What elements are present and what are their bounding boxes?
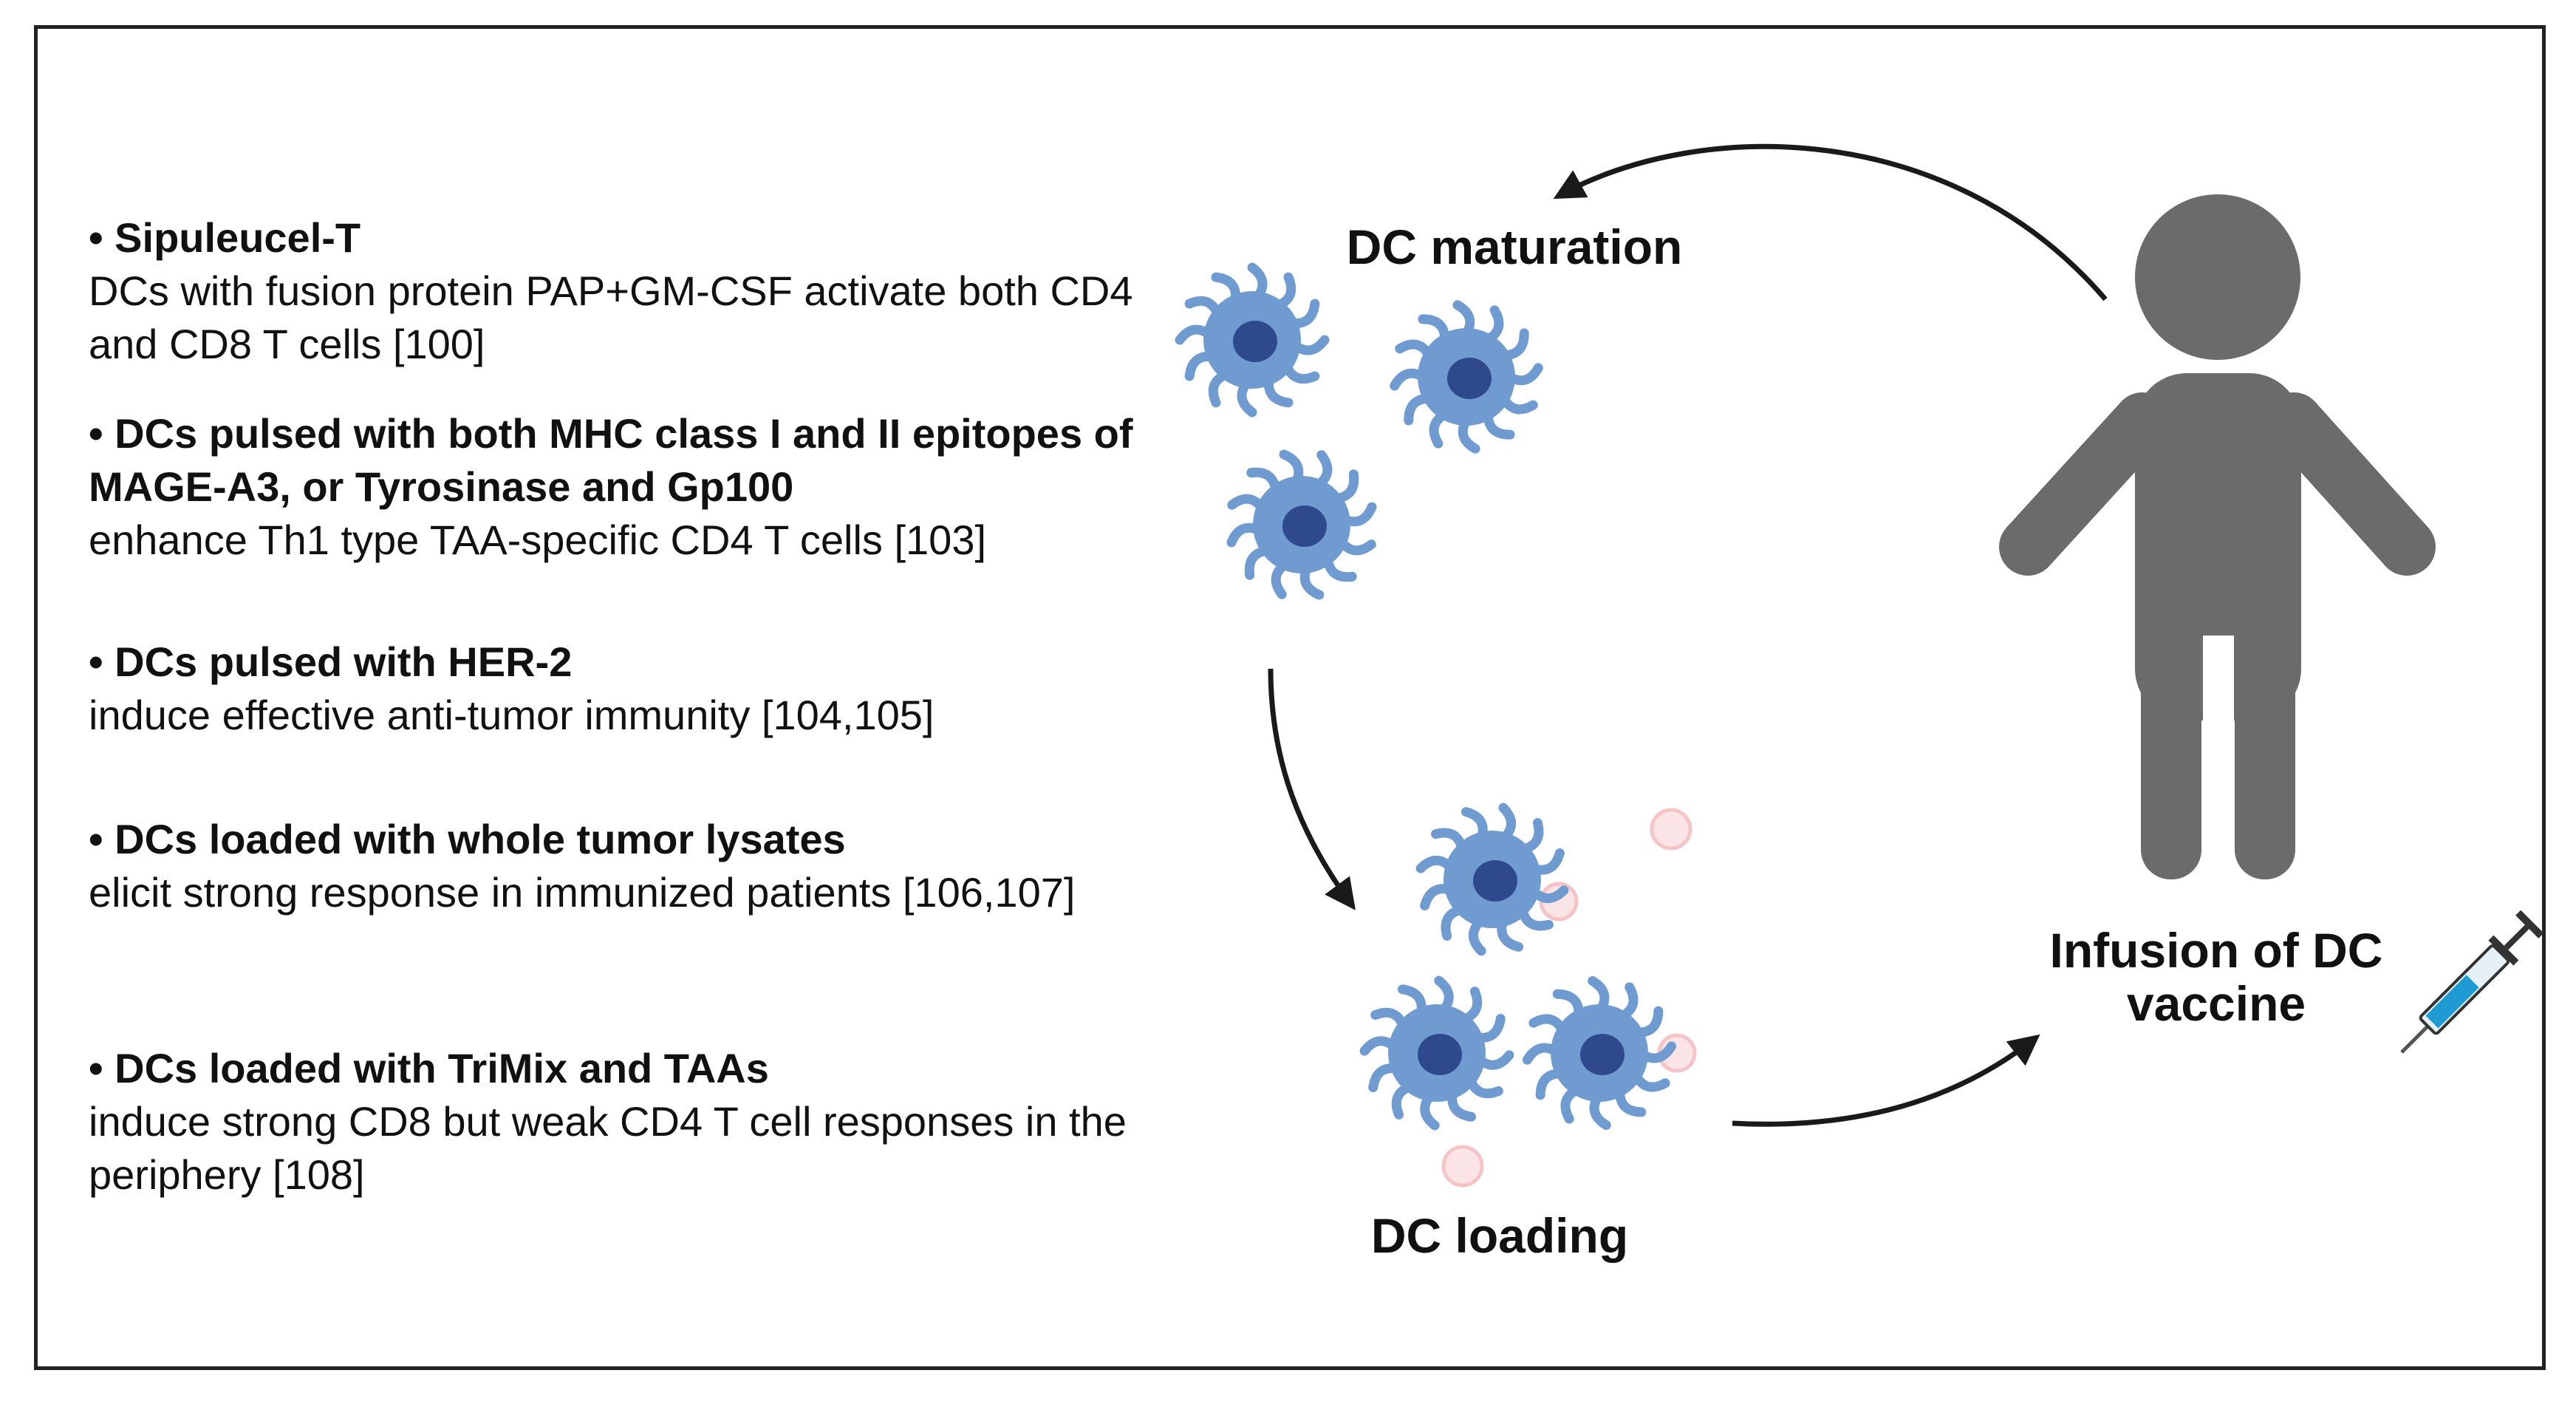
dc-nucleus (1580, 1034, 1624, 1075)
label-infusion: Infusion of DC vaccine (2049, 923, 2383, 1031)
item-sipuleucel: • Sipuleucel-T DCs with fusion protein P… (89, 211, 1182, 371)
arrow-to-infusion (1732, 1034, 2040, 1127)
dendritic-cells (1175, 262, 1677, 1131)
item-description: DCs with fusion protein PAP+GM-CSF activ… (89, 268, 1133, 367)
item-description: induce strong CD8 but weak CD4 T cell re… (89, 1098, 1127, 1198)
arrow-to-loading (1268, 668, 1356, 910)
item-mhc-pulsed: • DCs pulsed with both MHC class I and I… (89, 407, 1182, 567)
dc-nucleus (1233, 321, 1277, 362)
label-dc-loading: DC loading (1370, 1208, 1629, 1263)
person-icon (1999, 194, 2436, 879)
dendritic-cell-icon (1175, 262, 1330, 418)
item-description: elicit strong response in immunized pati… (89, 869, 1076, 916)
dc-nucleus (1282, 505, 1327, 547)
person-leg-gap (2203, 636, 2234, 879)
item-tumor-lysates: • DCs loaded with whole tumor lysates el… (89, 813, 1182, 919)
item-heading: • DCs pulsed with HER-2 (89, 638, 573, 685)
figure-frame (34, 25, 2546, 1370)
item-heading: • DCs loaded with TriMix and TAAs (89, 1045, 769, 1091)
dc-nucleus (1418, 1034, 1462, 1075)
item-description: enhance Th1 type TAA-specific CD4 T cell… (89, 517, 987, 563)
dc-nucleus (1447, 358, 1492, 399)
syringe-icon (2400, 910, 2544, 1054)
item-her2-pulsed: • DCs pulsed with HER-2 induce effective… (89, 636, 1182, 742)
item-heading: • Sipuleucel-T (89, 214, 361, 261)
item-heading: • DCs loaded with whole tumor lysates (89, 816, 846, 862)
dendritic-cell-icon (1359, 975, 1514, 1131)
dc-nucleus (1473, 860, 1517, 902)
dendritic-cell-icon (1226, 449, 1377, 600)
dendritic-cell-icon (1415, 803, 1569, 956)
item-description: induce effective anti-tumor immunity [10… (89, 692, 935, 738)
item-heading: • DCs pulsed with both MHC class I and I… (89, 410, 1133, 510)
dendritic-cell-icon (1522, 975, 1677, 1131)
arrow-to-maturation (1553, 143, 2108, 302)
item-trimix: • DCs loaded with TriMix and TAAs induce… (89, 1042, 1182, 1202)
label-dc-maturation: DC maturation (1346, 219, 1683, 274)
dendritic-cell-icon (1390, 300, 1543, 454)
